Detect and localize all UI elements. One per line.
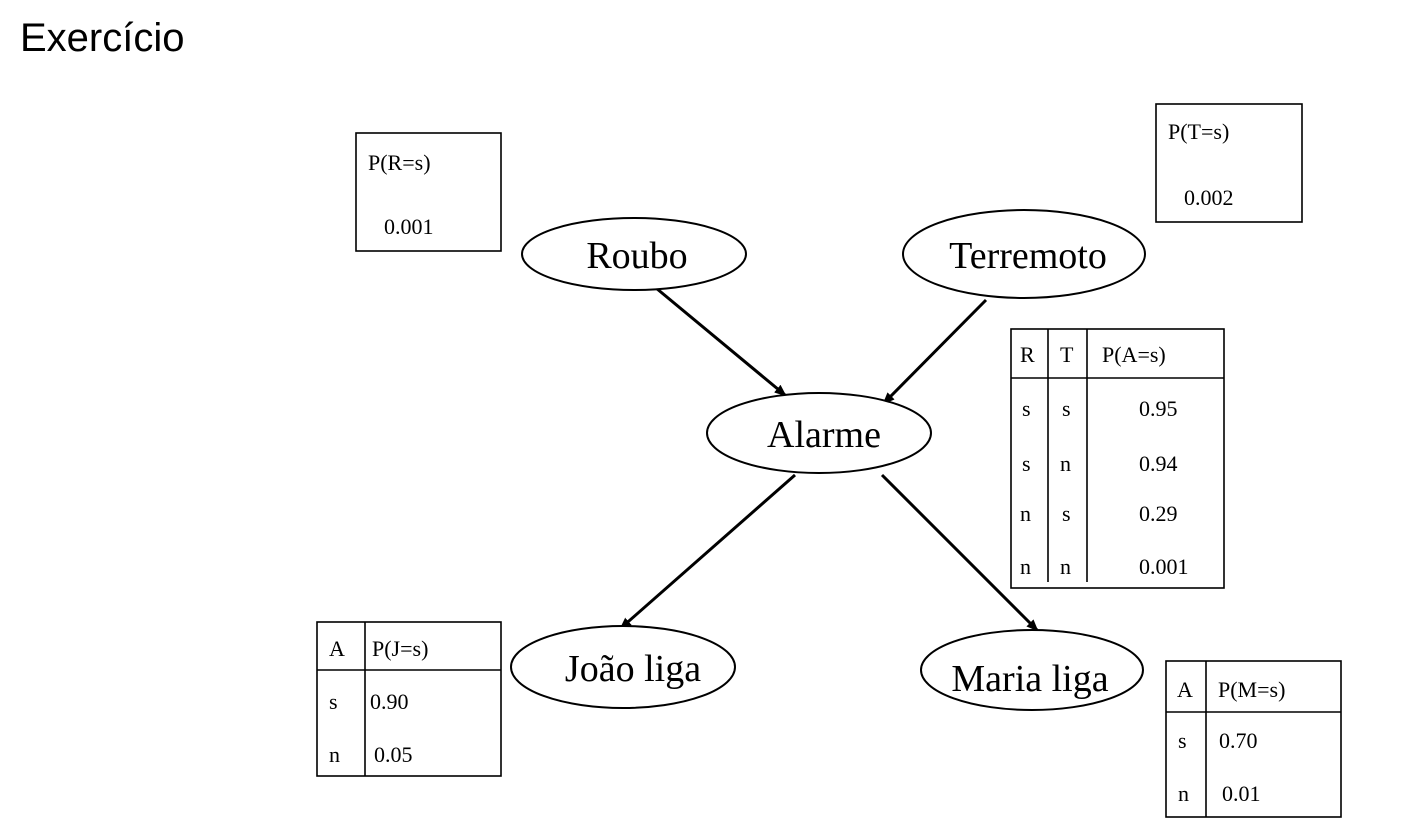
- cpt-joao-cell: 0.05: [374, 742, 413, 767]
- cpt-maria-cell: n: [1178, 781, 1189, 806]
- cpt-joao-cell: n: [329, 742, 340, 767]
- cpt-roubo: P(R=s) 0.001: [355, 132, 502, 252]
- edge-roubo-alarme: [655, 286, 787, 397]
- cpt-joao-header-p: P(J=s): [372, 636, 428, 661]
- cpt-roubo-value: 0.001: [384, 214, 434, 239]
- node-joao: João liga: [510, 625, 736, 709]
- cpt-alarme-cell: s: [1022, 396, 1031, 421]
- cpt-maria-header-a: A: [1177, 677, 1193, 702]
- cpt-alarme-header-p: P(A=s): [1102, 342, 1166, 367]
- cpt-alarme-header-t: T: [1060, 342, 1074, 367]
- node-alarme: Alarme: [706, 392, 932, 474]
- cpt-alarme-cell: 0.94: [1139, 451, 1178, 476]
- cpt-alarme-cell: s: [1022, 451, 1031, 476]
- node-roubo: Roubo: [521, 217, 747, 291]
- node-terremoto: Terremoto: [902, 209, 1146, 299]
- cpt-alarme-cell: s: [1062, 501, 1071, 526]
- cpt-alarme-cell: 0.95: [1139, 396, 1178, 421]
- cpt-alarme-cell: 0.001: [1139, 554, 1189, 579]
- cpt-terremoto: P(T=s) 0.002: [1155, 103, 1303, 223]
- cpt-alarme-cell: n: [1060, 451, 1071, 476]
- page-title: Exercício: [20, 16, 185, 60]
- node-maria-label: Maria liga: [951, 658, 1108, 700]
- cpt-alarme-cell: n: [1020, 554, 1031, 579]
- edge-alarme-maria: [880, 473, 1039, 632]
- node-roubo-label: Roubo: [586, 235, 687, 277]
- cpt-maria-cell: 0.70: [1219, 728, 1258, 753]
- cpt-alarme-header-r: R: [1020, 342, 1035, 367]
- cpt-roubo-header: P(R=s): [368, 150, 431, 175]
- edge-alarme-joao: [619, 473, 796, 630]
- cpt-alarme-cell: s: [1062, 396, 1071, 421]
- cpt-joao-cell: 0.90: [370, 689, 409, 714]
- edge-terremoto-alarme: [882, 298, 988, 405]
- cpt-maria: A P(M=s) s 0.70 n 0.01: [1165, 660, 1342, 818]
- cpt-joao-cell: s: [329, 689, 338, 714]
- cpt-maria-cell: 0.01: [1222, 781, 1261, 806]
- cpt-alarme-cell: 0.29: [1139, 501, 1178, 526]
- cpt-alarme: R T P(A=s) s s 0.95 s n 0.94 n s 0.29 n …: [1010, 328, 1225, 589]
- node-maria: Maria liga: [920, 629, 1144, 711]
- cpt-joao-header-a: A: [329, 636, 345, 661]
- cpt-maria-cell: s: [1178, 728, 1187, 753]
- cpt-joao: A P(J=s) s 0.90 n 0.05: [316, 621, 502, 777]
- cpt-alarme-cell: n: [1060, 554, 1071, 579]
- cpt-terremoto-header: P(T=s): [1168, 119, 1229, 144]
- node-joao-label: João liga: [565, 648, 701, 690]
- node-terremoto-label: Terremoto: [949, 235, 1107, 277]
- cpt-terremoto-value: 0.002: [1184, 185, 1234, 210]
- node-alarme-label: Alarme: [767, 414, 881, 456]
- cpt-alarme-cell: n: [1020, 501, 1031, 526]
- cpt-maria-header-p: P(M=s): [1218, 677, 1285, 702]
- edges: [619, 286, 1039, 632]
